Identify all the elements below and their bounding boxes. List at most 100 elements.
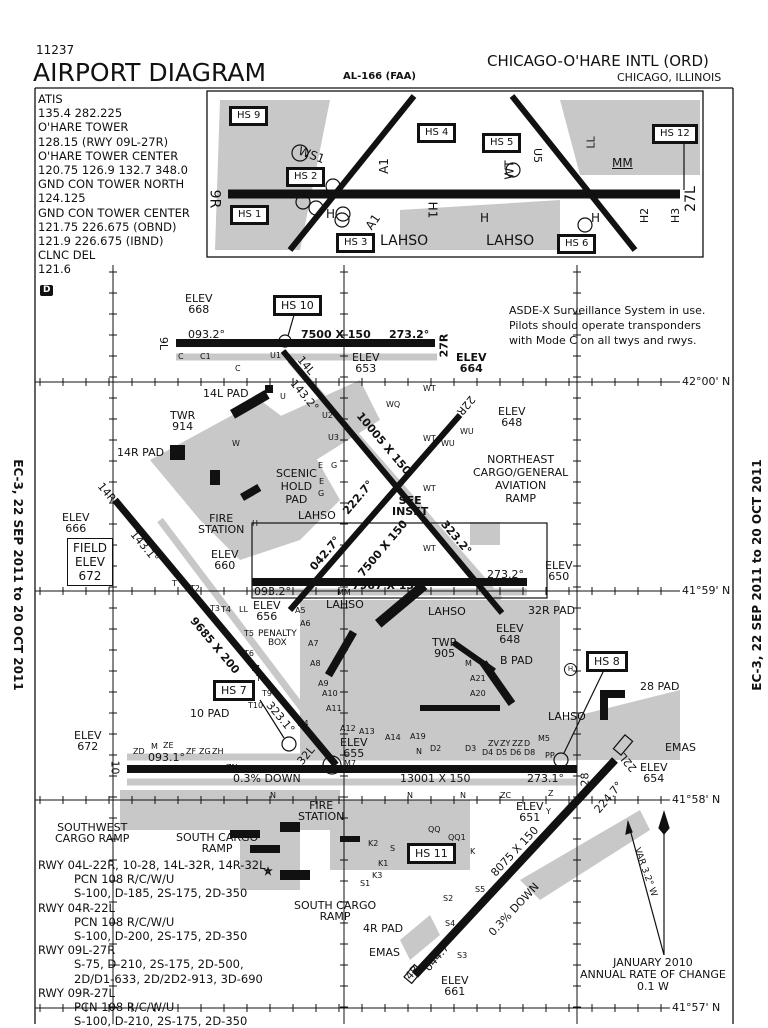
building bbox=[265, 385, 273, 393]
lat-41-58: 41°58' N bbox=[670, 793, 723, 806]
taxiway-designator: D3 bbox=[465, 744, 477, 753]
taxiway-designator: A13 bbox=[359, 727, 375, 736]
taxiway-label: U5 bbox=[531, 147, 545, 164]
frequency-line: CLNC DEL bbox=[38, 248, 96, 263]
emas-22l-box bbox=[612, 734, 634, 756]
taxiway-area bbox=[520, 810, 650, 900]
taxiway-designator: A5 bbox=[295, 606, 306, 615]
hdg-28: 273.1° bbox=[527, 772, 564, 785]
taxiway-designator: D6 bbox=[510, 748, 522, 757]
runway-end-9l: 9L bbox=[157, 336, 171, 351]
hs8-leader bbox=[563, 669, 605, 754]
taxiway-designator: U2 bbox=[322, 411, 333, 420]
taxiway-area bbox=[470, 522, 500, 545]
taxiway-designator: LL bbox=[239, 605, 248, 614]
inset-runway-4l-22r bbox=[287, 94, 417, 252]
runway-4l-22r bbox=[287, 413, 463, 612]
taxiway-designator: ZF bbox=[186, 747, 197, 756]
frequency-line: 121.6 bbox=[38, 262, 71, 277]
hot-spot-circle bbox=[577, 217, 593, 233]
taxiway-designator: S3 bbox=[457, 951, 468, 960]
runway-14l-32r bbox=[280, 349, 505, 615]
taxiway-designator: ZY bbox=[500, 739, 511, 748]
runway-info-heading: RWY 09L-27R bbox=[38, 943, 116, 958]
taxiway-designator: D8 bbox=[524, 748, 536, 757]
taxiway-designator: A20 bbox=[470, 689, 486, 698]
hot-spot-hs2: HS 2 bbox=[286, 167, 326, 187]
inset-frame bbox=[206, 90, 704, 258]
building bbox=[280, 870, 310, 880]
runway-info-line: S-75, D-210, 2S-175, 2D-500, bbox=[74, 957, 244, 972]
hot-spot-circle bbox=[295, 194, 311, 210]
hot-spot-circle bbox=[278, 334, 292, 348]
hot-spot-circle bbox=[308, 200, 324, 216]
hot-spot-circle bbox=[553, 752, 569, 768]
runway-info-heading: RWY 04L-22R, 10-28, 14L-32R, 14R-32L bbox=[38, 858, 266, 872]
emas-4r: EMAS bbox=[369, 946, 400, 959]
runway-info-heading: RWY 09R-27L bbox=[38, 985, 115, 1000]
hot-spot-circle bbox=[505, 162, 521, 178]
building bbox=[210, 470, 220, 485]
hot-spot-circle bbox=[291, 144, 309, 162]
taxiway-designator: D2 bbox=[430, 744, 442, 753]
slope-10-28: 0.3% DOWN bbox=[233, 772, 301, 785]
building bbox=[239, 484, 262, 501]
hdg-9l: 093.2° bbox=[188, 328, 225, 341]
taxiway-designator: T7 bbox=[250, 664, 260, 673]
taxiway-designator: ZZ bbox=[512, 739, 523, 748]
pad-14l: 14L PAD bbox=[203, 387, 249, 400]
taxiway-designator: ZN bbox=[226, 763, 238, 772]
taxiway-strip bbox=[157, 517, 333, 748]
emas-22l: EMAS bbox=[665, 741, 696, 754]
taxiway-designator: WT bbox=[423, 484, 436, 493]
taxiway-designator: T10 bbox=[248, 701, 264, 710]
taxiway-designator: M bbox=[151, 742, 158, 751]
taxiway-designator: ZE bbox=[163, 741, 174, 750]
lahso-label: LAHSO bbox=[380, 233, 429, 249]
runway-end-27r: 27R bbox=[437, 333, 451, 358]
hot-spot-circle bbox=[325, 178, 341, 194]
taxiway-designator: S5 bbox=[475, 885, 486, 894]
hot-spot-circle bbox=[322, 755, 342, 775]
dims-10-28: 13001 X 150 bbox=[400, 772, 471, 785]
lahso-label: LAHSO bbox=[548, 710, 586, 723]
taxiway-designator: T6 bbox=[244, 649, 254, 658]
airport-city: CHICAGO, ILLINOIS bbox=[617, 71, 722, 84]
taxiway-designator: D4 bbox=[482, 748, 494, 757]
taxiway-label: WT bbox=[502, 160, 517, 180]
taxiway-designator: ZC bbox=[500, 791, 512, 800]
taxiway-designator: M5 bbox=[538, 734, 550, 743]
pad-b: B PAD bbox=[500, 654, 533, 667]
taxiway-label: LL bbox=[584, 136, 598, 149]
taxiway-designator: A6 bbox=[300, 619, 311, 628]
taxiway-designator: A8 bbox=[310, 659, 321, 668]
taxiway-label: A1 bbox=[376, 158, 391, 174]
airport-beacon-icon bbox=[263, 866, 273, 876]
hot-spot-hs10: HS 10 bbox=[273, 295, 322, 316]
taxiway-area bbox=[400, 200, 560, 250]
taxiway-designator: T bbox=[172, 579, 177, 588]
pad-32r: 32R PAD bbox=[528, 604, 576, 617]
taxiway-designator: QQ1 bbox=[448, 833, 466, 842]
inset-runway-14l-32r bbox=[509, 94, 638, 252]
hot-spot-hs8: HS 8 bbox=[586, 651, 628, 672]
taxiway-designator: K2 bbox=[368, 839, 379, 848]
taxiway-designator: D5 bbox=[496, 748, 508, 757]
taxiway-designator: A10 bbox=[322, 689, 338, 698]
hot-spot-hs3: HS 3 bbox=[336, 233, 376, 253]
taxiway-designator: WU bbox=[441, 439, 455, 448]
taxiway-designator: K bbox=[470, 847, 476, 856]
